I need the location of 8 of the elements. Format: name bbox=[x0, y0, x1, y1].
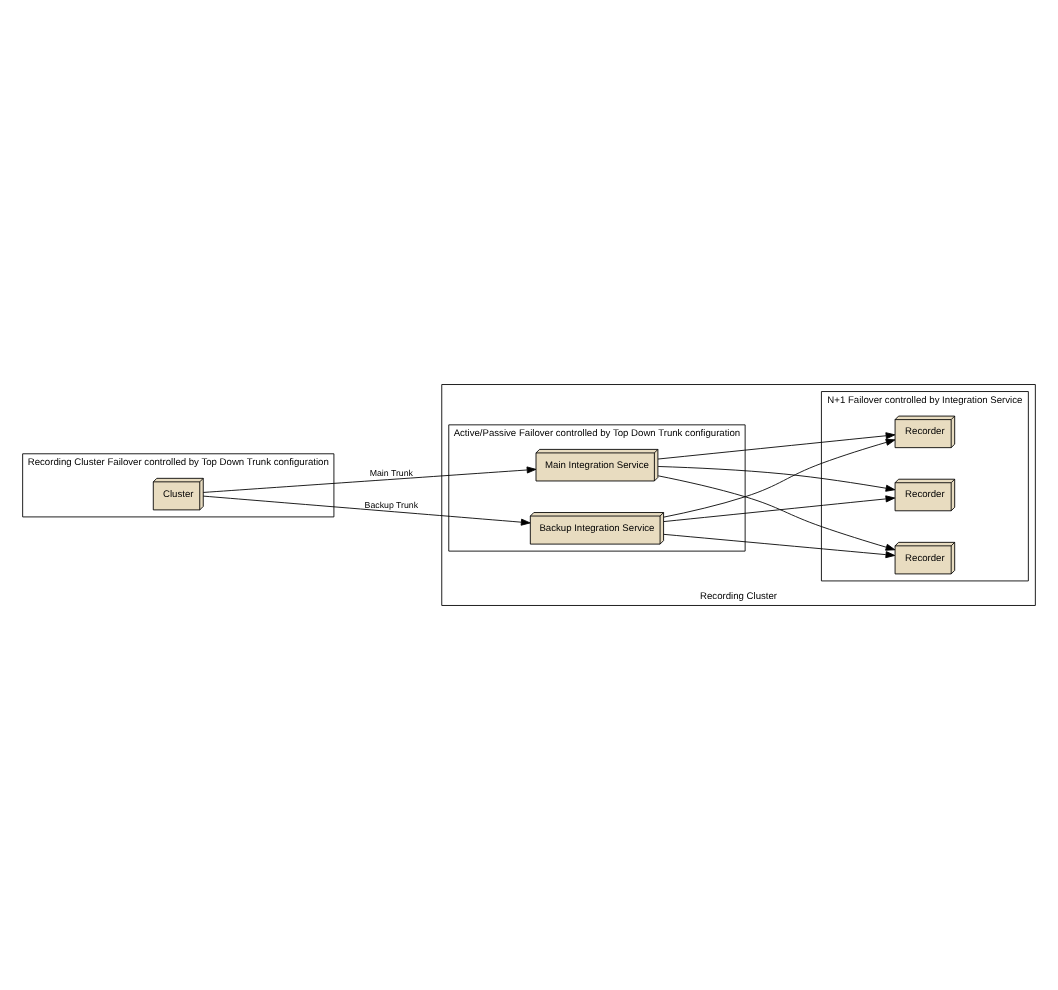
arrow bbox=[202, 495, 531, 526]
arrow bbox=[202, 466, 537, 493]
arrow bbox=[663, 438, 896, 518]
arrow bbox=[663, 533, 896, 559]
arrow bbox=[657, 466, 896, 492]
arrow bbox=[657, 475, 896, 551]
arrow bbox=[657, 432, 896, 460]
arrow bbox=[663, 495, 896, 523]
